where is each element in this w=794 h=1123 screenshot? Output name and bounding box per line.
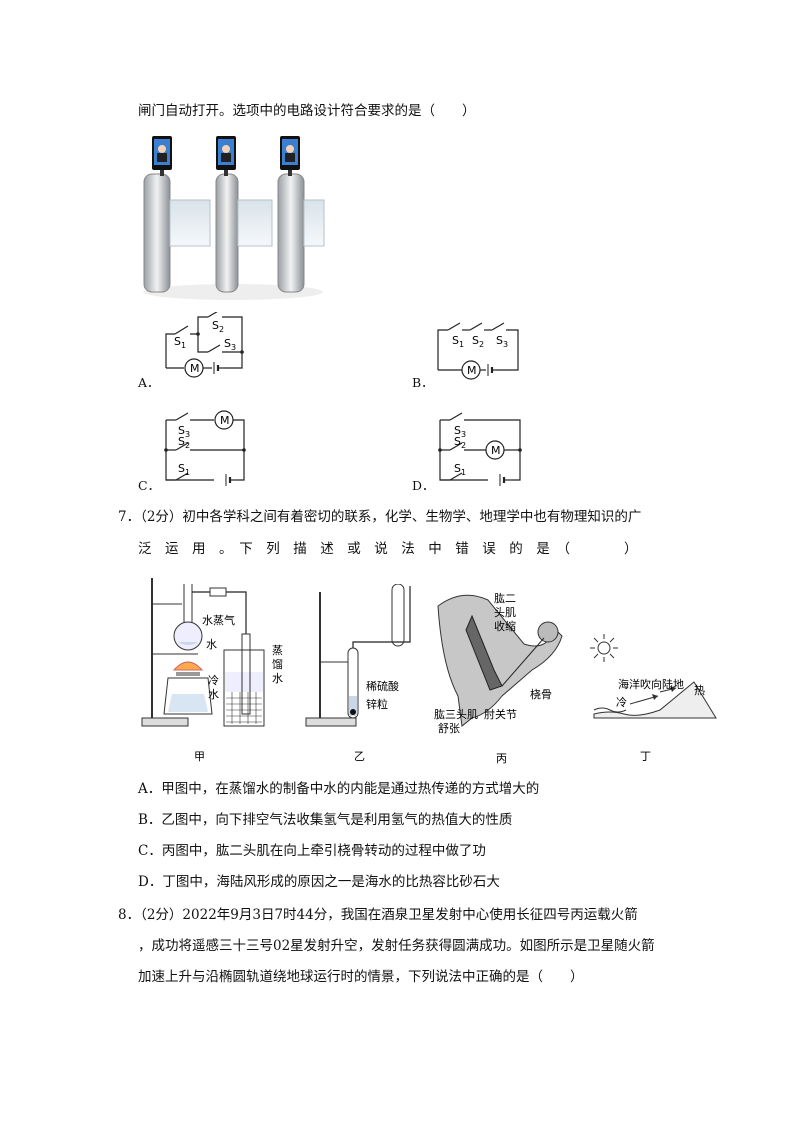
svg-text:热: 热 <box>694 684 705 697</box>
q7-option-d[interactable]: D．丁图中，海陆风形成的原因之一是海水的比热容比砂石大 <box>138 874 500 890</box>
caption-jia: 甲 <box>194 750 205 763</box>
svg-text:M: M <box>467 364 477 377</box>
caption-bing: 丙 <box>496 752 507 765</box>
q7-option-b[interactable]: B．乙图中，向下排空气法收集氢气是利用氢气的热值大的性质 <box>138 812 513 828</box>
svg-text:2: 2 <box>185 441 190 450</box>
svg-text:S: S <box>472 334 479 347</box>
q6-option-a-label: A． <box>138 375 160 390</box>
q7-line-2: 泛 运 用 。 下 列 描 述 或 说 法 中 错 误 的 是 （ ） <box>138 541 638 557</box>
svg-text:海洋吹向陆地: 海洋吹向陆地 <box>618 677 684 691</box>
svg-text:1: 1 <box>459 340 464 349</box>
svg-text:桡骨: 桡骨 <box>530 687 552 701</box>
svg-text:1: 1 <box>185 468 190 477</box>
q6-option-b-label: B． <box>412 375 434 390</box>
svg-text:S: S <box>178 462 185 475</box>
svg-text:S: S <box>178 424 185 437</box>
caption-ding: 丁 <box>640 750 651 763</box>
svg-text:冷: 冷 <box>208 674 219 687</box>
svg-text:S: S <box>178 435 185 448</box>
figure-bing-arm: 肱二 头肌 收缩 桡骨 肱三头肌 舒张 肘关节 丙 <box>434 591 563 765</box>
svg-text:S: S <box>496 334 503 347</box>
svg-text:1: 1 <box>461 468 466 477</box>
svg-text:稀硫酸: 稀硫酸 <box>366 679 399 693</box>
svg-text:S: S <box>452 334 459 347</box>
face-terminal-3 <box>280 136 300 176</box>
svg-text:馏: 馏 <box>272 657 283 671</box>
svg-text:3: 3 <box>185 430 190 439</box>
svg-text:头肌: 头肌 <box>494 606 516 619</box>
svg-text:收缩: 收缩 <box>494 619 516 633</box>
q7-option-a[interactable]: A．甲图中，在蒸馏水的制备中水的内能是通过热传递的方式增大的 <box>138 781 540 797</box>
svg-text:2: 2 <box>479 340 484 349</box>
svg-text:锌粒: 锌粒 <box>366 697 388 711</box>
svg-text:3: 3 <box>503 340 508 349</box>
q7-line-1: 7．（2分）初中各学科之间有着密切的联系，化学、生物学、地理学中也有物理知识的广 <box>118 509 642 525</box>
sun-icon <box>597 641 611 655</box>
q6-option-c-label: C． <box>138 478 161 493</box>
svg-text:1: 1 <box>181 341 186 350</box>
svg-text:M: M <box>491 444 501 457</box>
svg-text:S: S <box>174 335 181 348</box>
svg-text:肘关节: 肘关节 <box>484 707 517 721</box>
face-terminal-1 <box>152 136 172 176</box>
svg-text:冷: 冷 <box>616 696 627 709</box>
gate-turnstile-image <box>143 136 325 300</box>
svg-text:S: S <box>212 319 219 332</box>
svg-text:S: S <box>454 435 461 448</box>
q6-option-d-label: D． <box>412 478 435 493</box>
q7-option-c[interactable]: C．丙图中，肱二头肌在向上牵引桡骨转动的过程中做了功 <box>138 843 486 859</box>
svg-text:3: 3 <box>461 430 466 439</box>
face-terminal-2 <box>216 136 236 176</box>
svg-text:舒张: 舒张 <box>438 721 460 735</box>
svg-text:水蒸气: 水蒸气 <box>202 613 235 627</box>
caption-yi: 乙 <box>354 750 365 763</box>
figure-jia-distillation: 水蒸气 水 冷 水 蒸 馏 水 甲 <box>141 578 283 763</box>
q6-text-tail: 闸门自动打开。选项中的电路设计符合要求的是（ ） <box>138 103 476 119</box>
figure-ding-sea-breeze: 海洋吹向陆地 冷 热 丁 <box>590 634 717 763</box>
svg-text:肱二: 肱二 <box>494 591 516 605</box>
svg-text:M: M <box>190 362 200 375</box>
svg-text:2: 2 <box>219 325 224 334</box>
svg-text:2: 2 <box>461 441 466 450</box>
svg-text:S: S <box>454 462 461 475</box>
svg-text:肱三头肌: 肱三头肌 <box>434 707 478 721</box>
q8-line-2: ，成功将遥感三十三号02星发射升空，发射任务获得圆满成功。如图所示是卫星随火箭 <box>138 938 655 954</box>
svg-text:3: 3 <box>231 343 236 352</box>
svg-text:S: S <box>224 337 231 350</box>
svg-text:M: M <box>220 414 230 427</box>
svg-text:水: 水 <box>208 688 219 701</box>
figure-yi-hydrogen: 稀硫酸 锌粒 乙 <box>305 584 411 763</box>
svg-text:蒸: 蒸 <box>272 644 283 657</box>
svg-text:水: 水 <box>206 638 217 651</box>
svg-text:S: S <box>454 424 461 437</box>
q8-line-3: 加速上升与沿椭圆轨道绕地球运行时的情景，下列说法中正确的是（ ） <box>138 969 584 985</box>
svg-text:水: 水 <box>272 672 283 685</box>
q8-line-1: 8．（2分）2022年9月3日7时44分，我国在酒泉卫星发射中心使用长征四号丙运… <box>118 907 638 923</box>
